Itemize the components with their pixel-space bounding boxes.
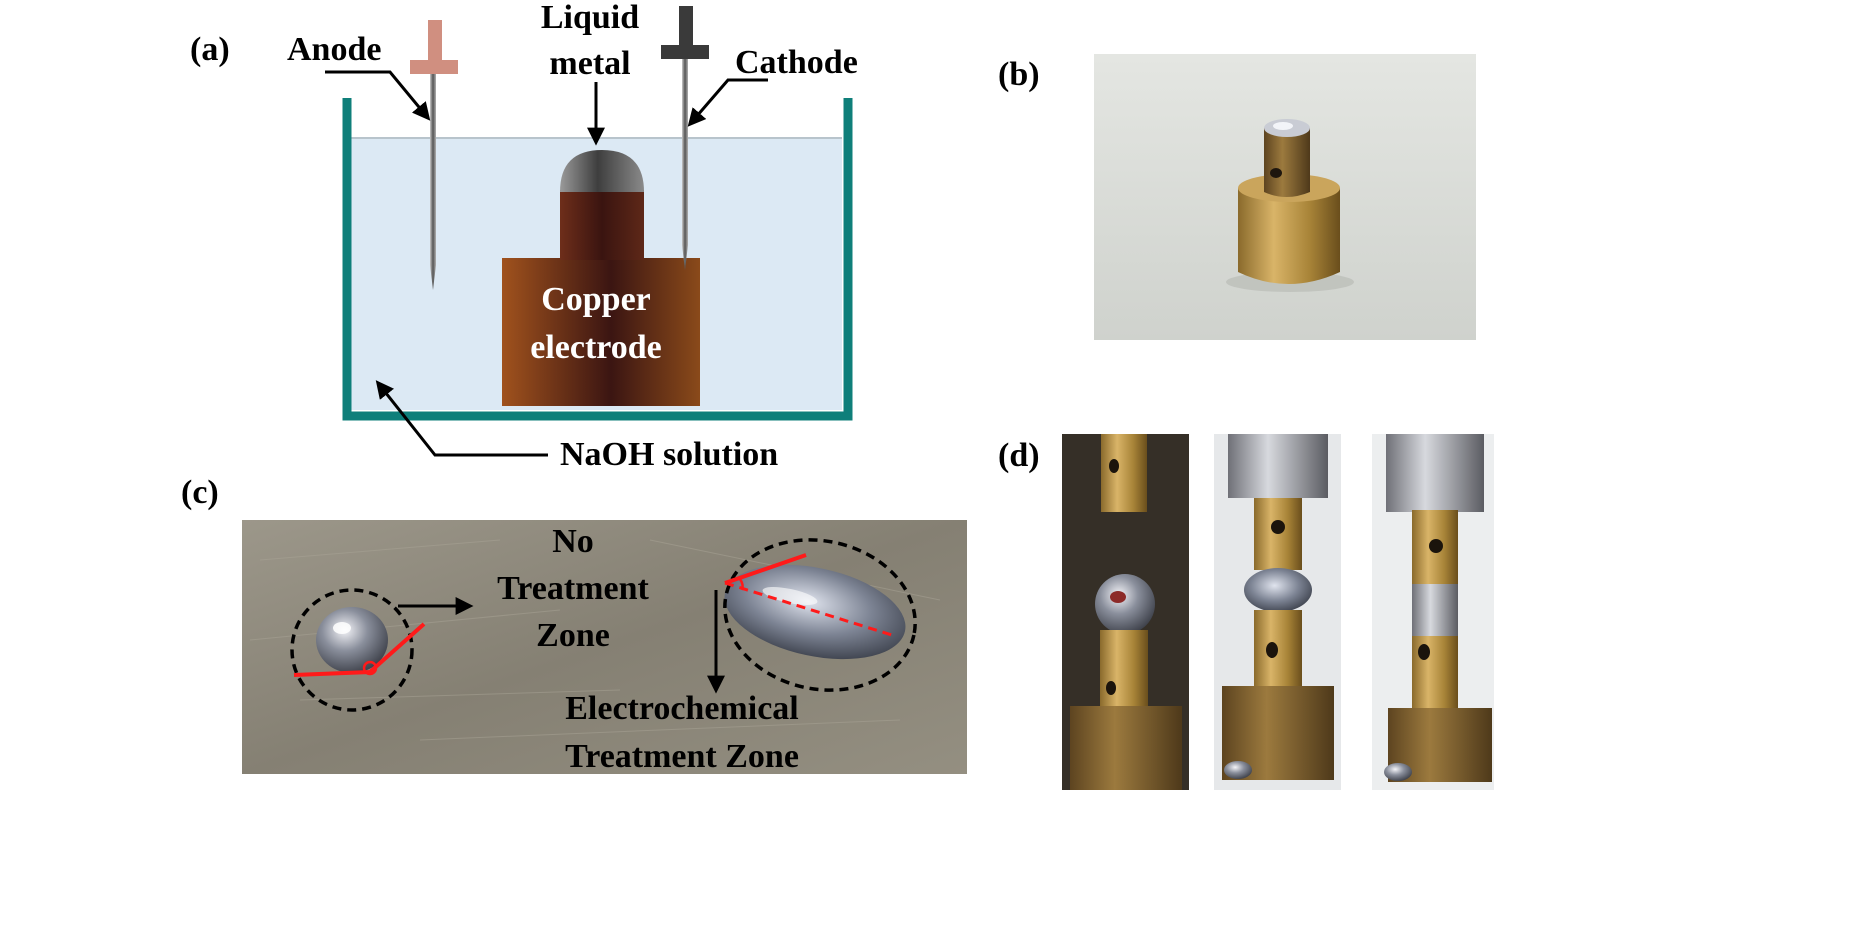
d1-droplet-reflection — [1110, 591, 1126, 603]
copper-electrode-base — [502, 258, 700, 406]
photo-d1-separated — [1062, 434, 1189, 790]
treated-zone-circle — [723, 538, 917, 692]
liquid-metal-highlight — [1273, 122, 1293, 130]
panel-a-tag: (a) — [190, 31, 230, 68]
cathode-head-stem — [679, 6, 693, 48]
d1-droplet — [1095, 574, 1155, 634]
untreated-contact-angle-lines — [293, 622, 426, 677]
liquid-metal-label-line2: metal — [549, 45, 630, 82]
copper-electrode-stem — [560, 190, 644, 260]
brass-electrode-photo — [1094, 54, 1476, 340]
treated-droplet-highlight — [762, 587, 818, 605]
anode-head-bar — [410, 60, 458, 74]
panel-b: (b) — [998, 54, 1476, 340]
treated-contact-line-tangent — [724, 553, 807, 585]
d2-lower-hole — [1266, 642, 1278, 658]
d3-lower-pin — [1412, 636, 1458, 712]
d2-upper-hole — [1271, 520, 1285, 534]
d3-liquid-column — [1412, 584, 1458, 638]
d1-lower-hole — [1106, 681, 1116, 695]
d1-upper-pin — [1101, 434, 1147, 512]
photo-d3-column — [1372, 434, 1494, 790]
d3-lower-hole — [1418, 644, 1430, 660]
brass-pin — [1264, 128, 1310, 197]
d1-upper-hole — [1109, 459, 1119, 473]
panel-b-tag: (b) — [998, 56, 1040, 93]
naoh-solution-label: NaOH solution — [560, 436, 778, 473]
pin-hole — [1270, 168, 1282, 178]
panel-d: (d) — [998, 434, 1494, 790]
anode-arrow — [325, 70, 431, 121]
untreated-droplet-highlight — [333, 622, 351, 634]
d2-liquid-bridge — [1244, 568, 1312, 612]
d1-lower-pin — [1100, 630, 1148, 708]
panel-c: (c) No Treatment Zo — [181, 474, 967, 775]
no-treatment-label-line3: Zone — [536, 617, 610, 654]
untreated-contact-angle-arc — [362, 660, 378, 676]
electrochemical-label-line1: Electrochemical — [565, 690, 799, 727]
d2-residue-droplet — [1224, 761, 1252, 779]
photo-d2-bridge — [1214, 434, 1341, 790]
anode-label: Anode — [287, 31, 381, 68]
panel-d-tag: (d) — [998, 437, 1040, 474]
liquid-metal-dome — [560, 150, 644, 192]
naoh-arrow — [375, 380, 548, 457]
cathode-label: Cathode — [735, 44, 858, 81]
d3-top-block — [1386, 434, 1484, 512]
d3-upper-hole — [1429, 539, 1443, 553]
electrochemical-label-line2: Treatment Zone — [565, 738, 799, 775]
liquid-metal-label-line1: Liquid — [541, 0, 639, 36]
anode-needle — [430, 74, 436, 290]
tank-wall — [342, 98, 853, 421]
d2-lower-pin — [1254, 610, 1302, 688]
panel-c-tag: (c) — [181, 474, 219, 511]
copper-label-line2: electrode — [530, 329, 662, 366]
anode-head-stem — [428, 20, 442, 62]
cathode-head-bar — [661, 45, 709, 59]
untreated-zone-circle — [290, 588, 414, 712]
no-treatment-label-line2: Treatment — [497, 570, 649, 607]
treated-contact-angle-arc — [738, 578, 744, 591]
no-treatment-label-line1: No — [552, 523, 594, 560]
copper-label-line1: Copper — [541, 281, 651, 318]
d2-top-block — [1228, 434, 1328, 498]
cathode-arrow — [687, 78, 768, 127]
untreated-droplet — [316, 607, 388, 673]
d1-base — [1070, 706, 1182, 790]
panel-a: (a) Anode Liquid metal Cathode Copper el… — [190, 0, 858, 473]
plate-photo — [242, 520, 967, 774]
d3-residue-droplet — [1384, 763, 1412, 781]
brass-base-cylinder — [1238, 188, 1340, 284]
cathode-needle — [682, 59, 688, 270]
